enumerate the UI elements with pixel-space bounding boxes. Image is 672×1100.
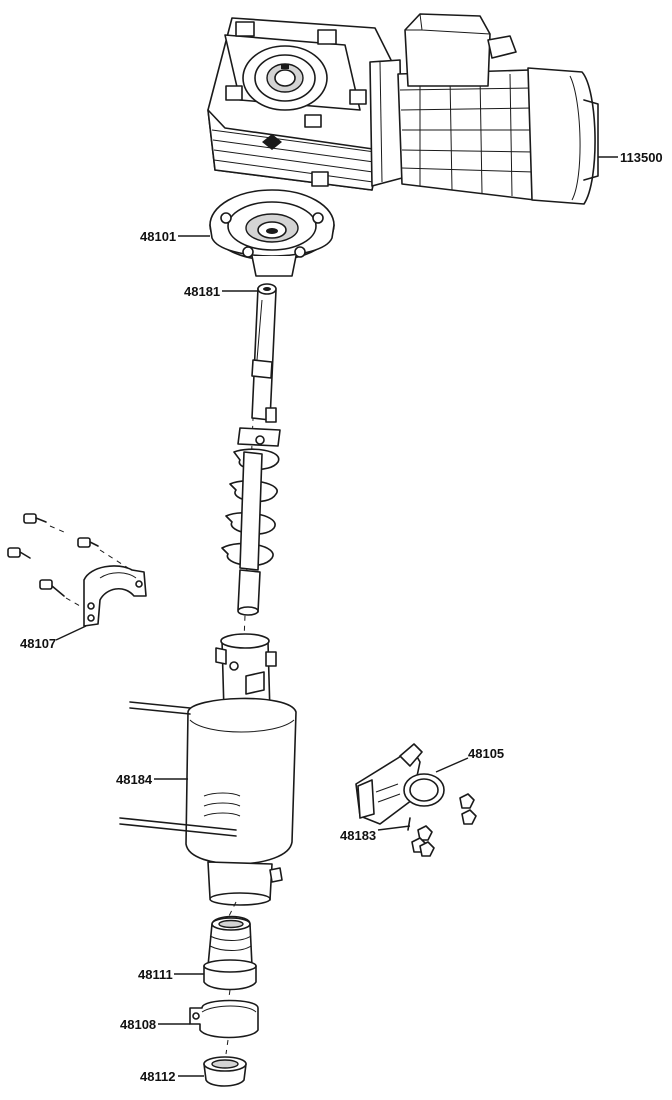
spout-hardware: 48183	[340, 793, 477, 857]
label-48101: 48101	[140, 229, 176, 244]
label-48105: 48105	[468, 746, 504, 761]
gearbox-motor: 113500	[207, 13, 663, 205]
label-48112: 48112	[140, 1069, 175, 1084]
label-48181: 48181	[184, 284, 220, 299]
motor-bracket: 48107	[7, 513, 147, 651]
label-48183: 48183	[340, 828, 376, 843]
tube-clamp: 48108	[120, 999, 259, 1039]
mounting-flange: 48101	[140, 189, 335, 277]
discharge-spout: 48105	[355, 743, 504, 831]
end-cap: 48112	[140, 1056, 247, 1087]
label-48111: 48111	[138, 967, 173, 982]
label-48107: 48107	[20, 636, 56, 651]
auger-shaft: 48181	[184, 283, 281, 641]
label-48184: 48184	[116, 772, 153, 787]
label-48108: 48108	[120, 1017, 156, 1032]
bushing-seal: 48111	[138, 915, 257, 991]
label-113500: 113500	[620, 150, 663, 165]
hopper-body: 48184	[116, 633, 297, 906]
